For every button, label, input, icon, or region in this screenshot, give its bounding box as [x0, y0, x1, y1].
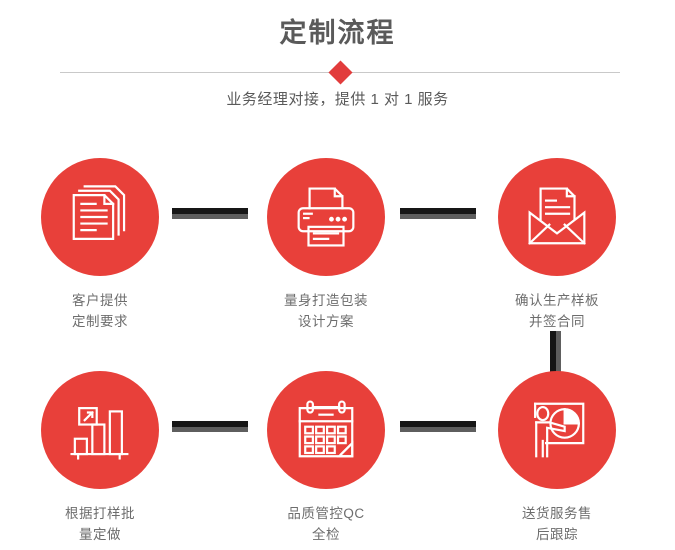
connector-step1-step2 [172, 208, 248, 219]
calendar-icon [298, 400, 354, 458]
envelope-document-icon [528, 187, 586, 245]
process-step-6[interactable]: 送货服务售 后跟踪 [477, 371, 637, 545]
documents-stack-icon [72, 185, 126, 240]
connector-bar [172, 208, 248, 214]
connector-bar [550, 331, 556, 377]
step-5-label: 品质管控QC 全检 [287, 506, 365, 542]
process-step-1[interactable]: 客户提供 定制要求 [20, 158, 180, 332]
step-6-label: 送货服务售 后跟踪 [522, 506, 592, 542]
process-step-4[interactable]: 根据打样批 量定做 [20, 371, 180, 545]
step-3-circle[interactable] [498, 158, 616, 276]
connector-shadow [400, 214, 476, 219]
connector-step4-step5 [172, 421, 248, 432]
printer-icon [297, 187, 355, 247]
connector-bar [400, 421, 476, 427]
connector-shadow [556, 331, 561, 377]
step-4-label: 根据打样批 量定做 [65, 506, 135, 542]
page-subtitle: 业务经理对接，提供 1 对 1 服务 [226, 91, 449, 108]
connector-bar [400, 208, 476, 214]
step-3-label: 确认生产样板 并签合同 [515, 293, 599, 329]
step-1-label: 客户提供 定制要求 [72, 293, 128, 329]
connector-step5-step6 [400, 421, 476, 432]
step-1-circle[interactable] [41, 158, 159, 276]
step-4-circle[interactable] [41, 371, 159, 489]
connector-bar [172, 421, 248, 427]
step-5-circle[interactable] [267, 371, 385, 489]
connector-step3-step4 [550, 331, 561, 377]
step-2-label: 量身打造包装 设计方案 [284, 293, 368, 329]
connector-shadow [400, 427, 476, 432]
step-2-circle[interactable] [267, 158, 385, 276]
connector-shadow [172, 427, 248, 432]
title-divider [60, 60, 620, 85]
connector-shadow [172, 214, 248, 219]
process-step-5[interactable]: 品质管控QC 全检 [246, 371, 406, 545]
presenter-piechart-icon [534, 402, 585, 458]
process-step-2[interactable]: 量身打造包装 设计方案 [246, 158, 406, 332]
bar-chart-growth-icon [70, 407, 129, 460]
process-step-3[interactable]: 确认生产样板 并签合同 [477, 158, 637, 332]
step-6-circle[interactable] [498, 371, 616, 489]
connector-step2-step3 [400, 208, 476, 219]
diamond-marker-icon [327, 60, 353, 85]
page-title: 定制流程 [279, 18, 396, 48]
